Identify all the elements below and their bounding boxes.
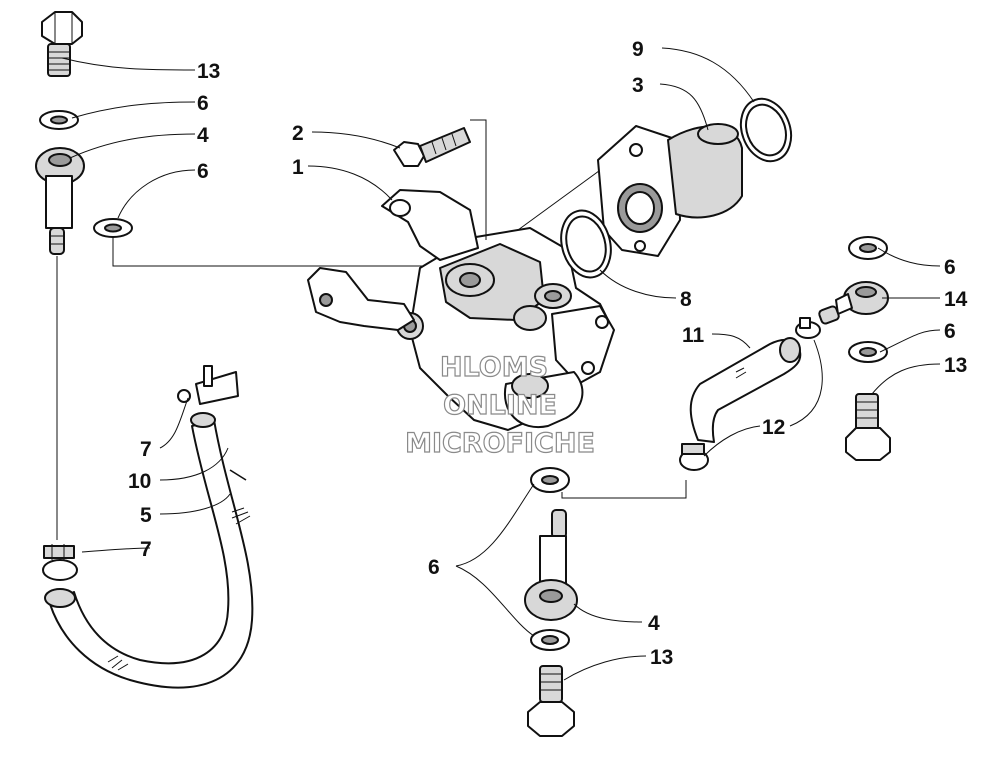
pump-bolt-2 xyxy=(393,127,471,167)
callout-6: 6 xyxy=(944,256,956,279)
callout-13: 13 xyxy=(944,354,967,377)
hose-11 xyxy=(689,337,802,443)
hose-clamp-12-top xyxy=(795,317,821,339)
left-washer-6-top xyxy=(39,110,79,130)
callout-13: 13 xyxy=(197,60,220,83)
hose-clamp-12-bottom xyxy=(679,443,709,471)
o-ring-8 xyxy=(560,209,612,279)
callout-labels: 13 6 4 6 2 1 9 3 8 6 14 11 6 13 12 7 10 … xyxy=(128,38,968,669)
callout-6: 6 xyxy=(944,320,956,343)
pump-cover-3 xyxy=(597,123,743,257)
callout-13: 13 xyxy=(650,646,673,669)
left-washer-6-lower xyxy=(93,218,133,238)
oil-pump-body xyxy=(396,227,615,431)
callout-3: 3 xyxy=(632,74,644,97)
callout-4: 4 xyxy=(197,124,209,147)
control-lever xyxy=(307,267,415,331)
center-bolt-13 xyxy=(527,665,575,737)
o-ring-9 xyxy=(739,97,793,163)
callout-4: 4 xyxy=(648,612,660,635)
right-washer-6-top xyxy=(848,236,888,260)
callout-8: 8 xyxy=(680,288,692,311)
left-bolt-13 xyxy=(41,11,83,77)
hose-clamp-7-bottom xyxy=(42,544,78,581)
center-guide-line xyxy=(561,480,687,499)
callout-5: 5 xyxy=(140,504,152,527)
callout-11: 11 xyxy=(682,324,705,347)
callout-6: 6 xyxy=(428,556,440,579)
callout-12: 12 xyxy=(762,416,785,439)
watermark-line-3: MICROFICHE xyxy=(405,428,595,459)
callout-2: 2 xyxy=(292,122,304,145)
watermark: HLOMS ONLINE MICROFICHE xyxy=(404,351,595,459)
callout-10: 10 xyxy=(128,470,151,493)
hose-5 xyxy=(44,412,254,689)
watermark-line-1: HLOMS xyxy=(440,352,548,383)
right-washer-6-bottom xyxy=(848,341,888,363)
callout-14: 14 xyxy=(944,288,968,311)
callout-9: 9 xyxy=(632,38,644,61)
callout-6: 6 xyxy=(197,160,209,183)
center-washer-6-bottom xyxy=(530,629,570,651)
callout-1: 1 xyxy=(292,156,304,179)
center-banjo-fitting-4 xyxy=(524,509,578,621)
watermark-line-2: ONLINE xyxy=(443,390,557,421)
callout-7: 7 xyxy=(140,538,152,561)
hose-clamp-7-top xyxy=(177,365,239,405)
center-washer-6-top xyxy=(530,467,570,493)
pump-bracket-1 xyxy=(381,189,479,261)
leader-lines xyxy=(61,47,941,681)
bolt-guide-line xyxy=(470,119,487,240)
left-banjo-fitting-4 xyxy=(35,147,85,255)
callout-6: 6 xyxy=(197,92,209,115)
callout-7: 7 xyxy=(140,438,152,461)
right-banjo-fitting-14 xyxy=(818,281,889,325)
right-bolt-13 xyxy=(845,393,891,461)
